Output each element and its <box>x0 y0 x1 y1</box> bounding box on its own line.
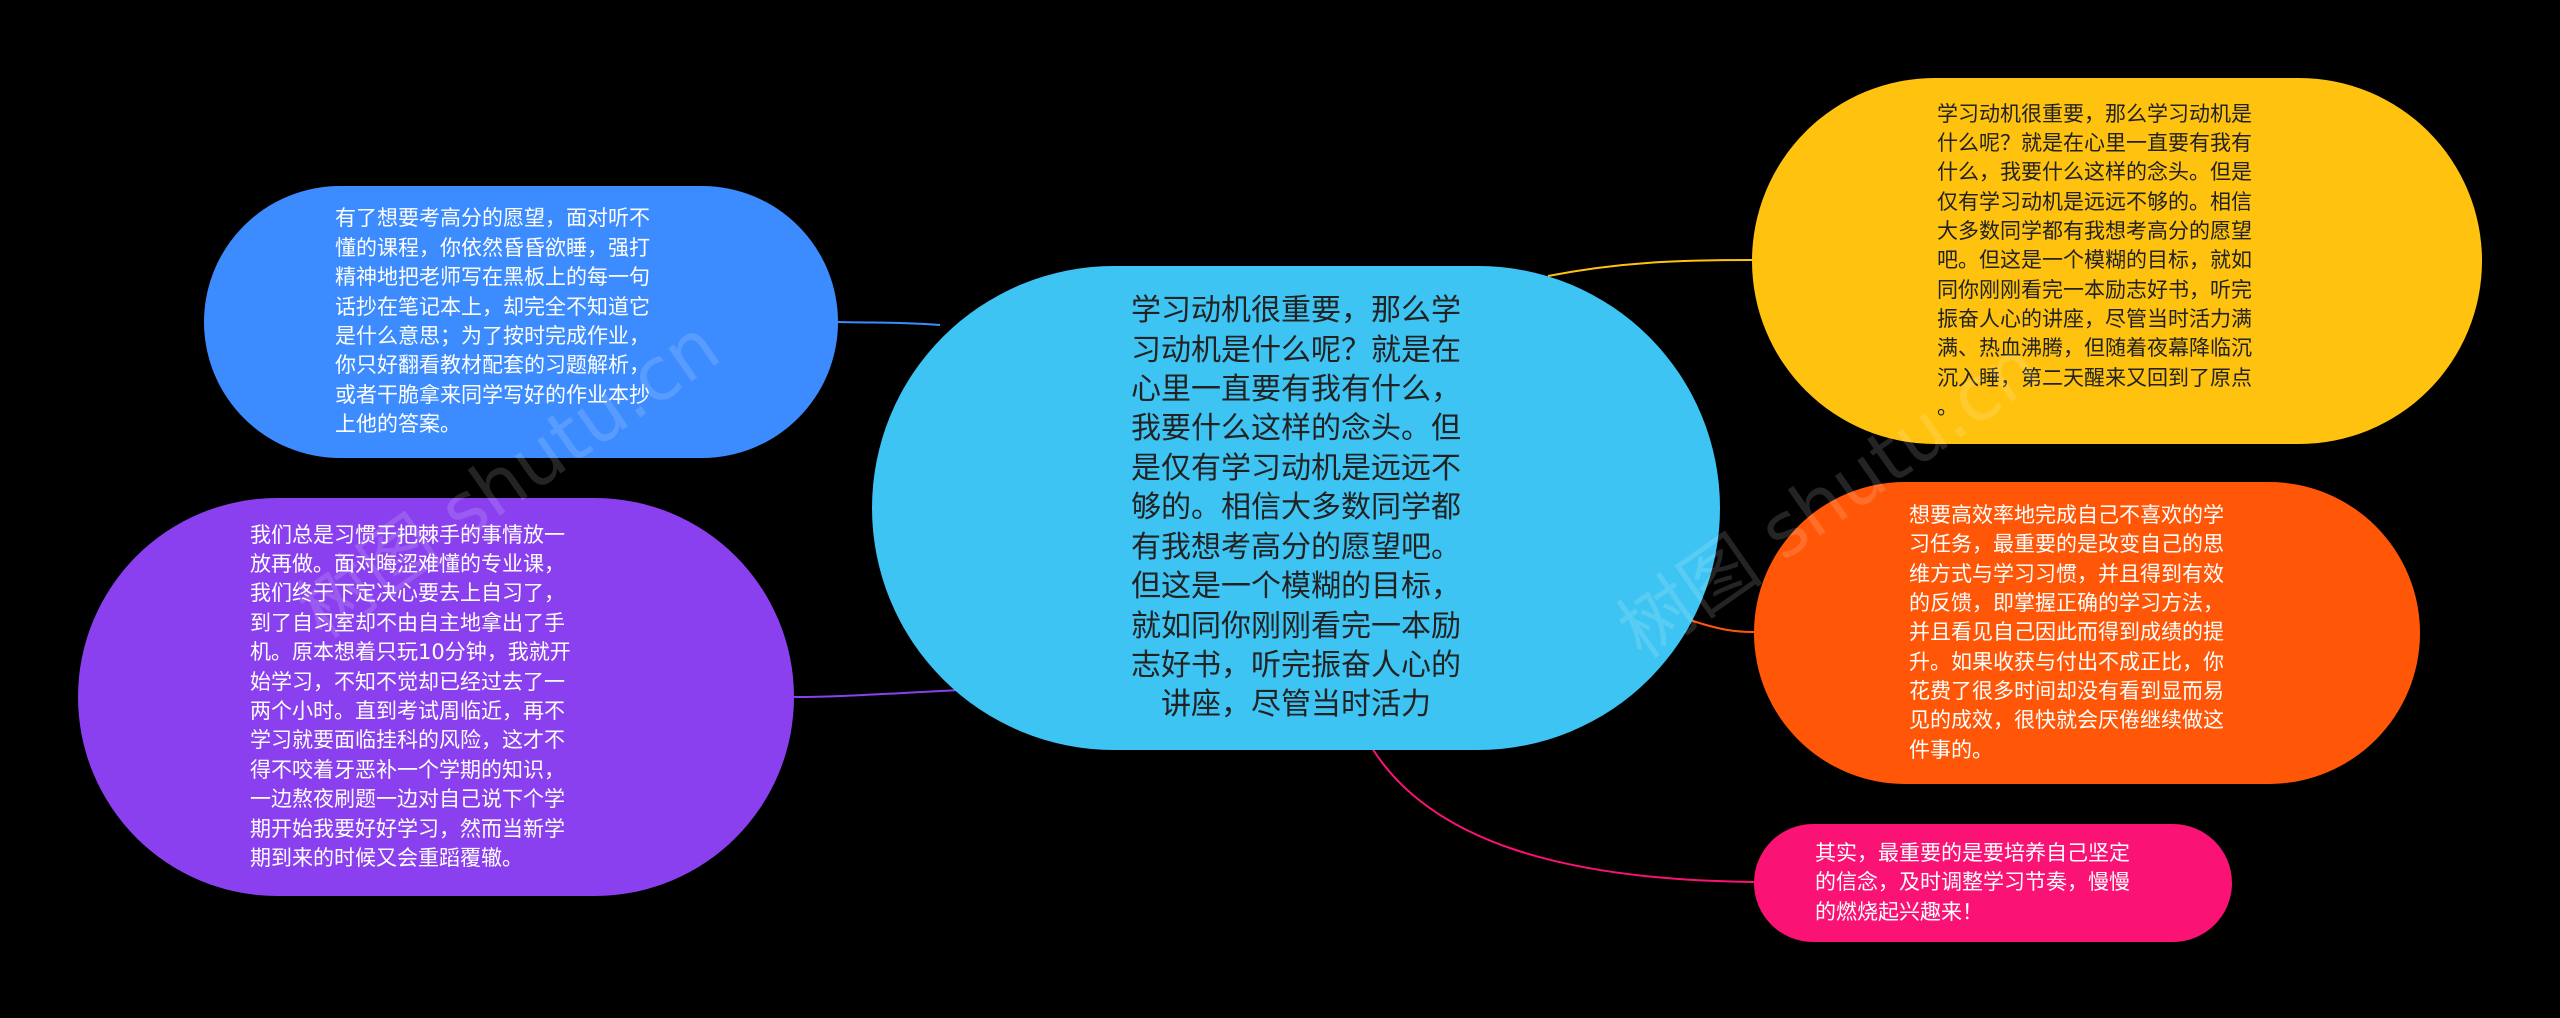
link-to-orange <box>1689 619 1755 633</box>
branch-text-yellow: 学习动机很重要，那么学习动机是 什么呢？就是在心里一直要有我有 什么，我要什么这… <box>1937 101 2252 419</box>
branch-node-yellow[interactable]: 学习动机很重要，那么学习动机是 什么呢？就是在心里一直要有我有 什么，我要什么这… <box>1752 78 2482 444</box>
link-to-yellow <box>1547 259 1753 277</box>
center-topic-text: 学习动机很重要，那么学 习动机是什么呢？就是在 心里一直要有我有什么， 我要什么… <box>1131 293 1461 723</box>
branch-text-orange: 想要高效率地完成自己不喜欢的学 习任务，最重要的是改变自己的思 维方式与学习习惯… <box>1909 503 2224 762</box>
branch-node-pink[interactable]: 其实，最重要的是要培养自己坚定 的信念，及时调整学习节奏，慢慢 的燃烧起兴趣来！ <box>1754 824 2232 942</box>
branch-node-blue[interactable]: 有了想要考高分的愿望，面对听不 懂的课程，你依然昏昏欲睡，强打 精神地把老师写在… <box>204 186 838 458</box>
link-to-purple <box>793 689 961 698</box>
branch-node-orange[interactable]: 想要高效率地完成自己不喜欢的学 习任务，最重要的是改变自己的思 维方式与学习习惯… <box>1754 482 2420 784</box>
branch-text-pink: 其实，最重要的是要培养自己坚定 的信念，及时调整学习节奏，慢慢 的燃烧起兴趣来！ <box>1815 841 2130 924</box>
branch-text-blue: 有了想要考高分的愿望，面对听不 懂的课程，你依然昏昏欲睡，强打 精神地把老师写在… <box>335 206 650 437</box>
link-to-pink <box>1371 747 1755 883</box>
link-to-blue <box>837 321 941 326</box>
branch-text-purple: 我们总是习惯于把棘手的事情放一 放再做。面对晦涩难懂的专业课， 我们终于下定决心… <box>250 522 571 871</box>
center-topic-node[interactable]: 学习动机很重要，那么学 习动机是什么呢？就是在 心里一直要有我有什么， 我要什么… <box>872 266 1720 750</box>
branch-node-purple[interactable]: 我们总是习惯于把棘手的事情放一 放再做。面对晦涩难懂的专业课， 我们终于下定决心… <box>78 498 794 896</box>
